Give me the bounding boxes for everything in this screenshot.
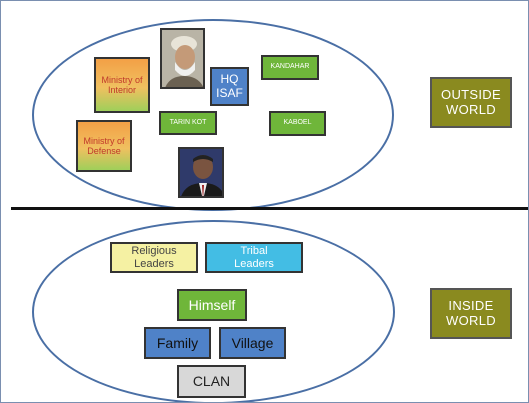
hq-isaf-box: HQ ISAF [210, 67, 249, 106]
kabul-label: KABOEL [283, 119, 312, 127]
ministry-of-interior-box: Ministry of Interior [94, 57, 150, 113]
divider-line [11, 207, 528, 210]
clan-label: CLAN [192, 373, 231, 390]
hq-isaf-label: HQ ISAF [216, 71, 243, 100]
village-box: Village [219, 327, 286, 359]
family-label: Family [156, 334, 199, 351]
ministry-of-defense-label: Ministry of Defense [83, 135, 125, 156]
outside-world-label: OUTSIDE WORLD [441, 86, 501, 117]
kabul-box: KABOEL [269, 111, 326, 136]
tribal-leaders-box: Tribal Leaders [205, 242, 303, 273]
portrait-official-image [178, 147, 224, 198]
religious-leaders-label: Religious Leaders [131, 244, 177, 270]
himself-box: Himself [177, 289, 247, 321]
inside-world-box: INSIDE WORLD [430, 288, 512, 339]
himself-label: Himself [188, 296, 236, 313]
kandahar-label: KANDAHAR [270, 63, 310, 71]
outside-world-box: OUTSIDE WORLD [430, 77, 512, 128]
tarin-kot-box: TARIN KOT [159, 111, 217, 135]
ministry-of-interior-label: Ministry of Interior [101, 74, 143, 95]
religious-leaders-box: Religious Leaders [110, 242, 198, 273]
kandahar-box: KANDAHAR [261, 55, 319, 80]
tribal-leaders-label: Tribal Leaders [234, 244, 274, 270]
family-box: Family [144, 327, 211, 359]
portrait-official-icon [180, 149, 222, 196]
portrait-elder-icon [162, 30, 203, 87]
outside-ellipse [32, 19, 394, 211]
inside-world-label: INSIDE WORLD [446, 297, 496, 328]
ministry-of-defense-box: Ministry of Defense [76, 120, 132, 172]
tarin-kot-label: TARIN KOT [169, 118, 207, 126]
portrait-elder-image [160, 28, 205, 89]
inside-ellipse [32, 220, 395, 402]
clan-box: CLAN [177, 365, 246, 398]
village-label: Village [231, 334, 274, 351]
